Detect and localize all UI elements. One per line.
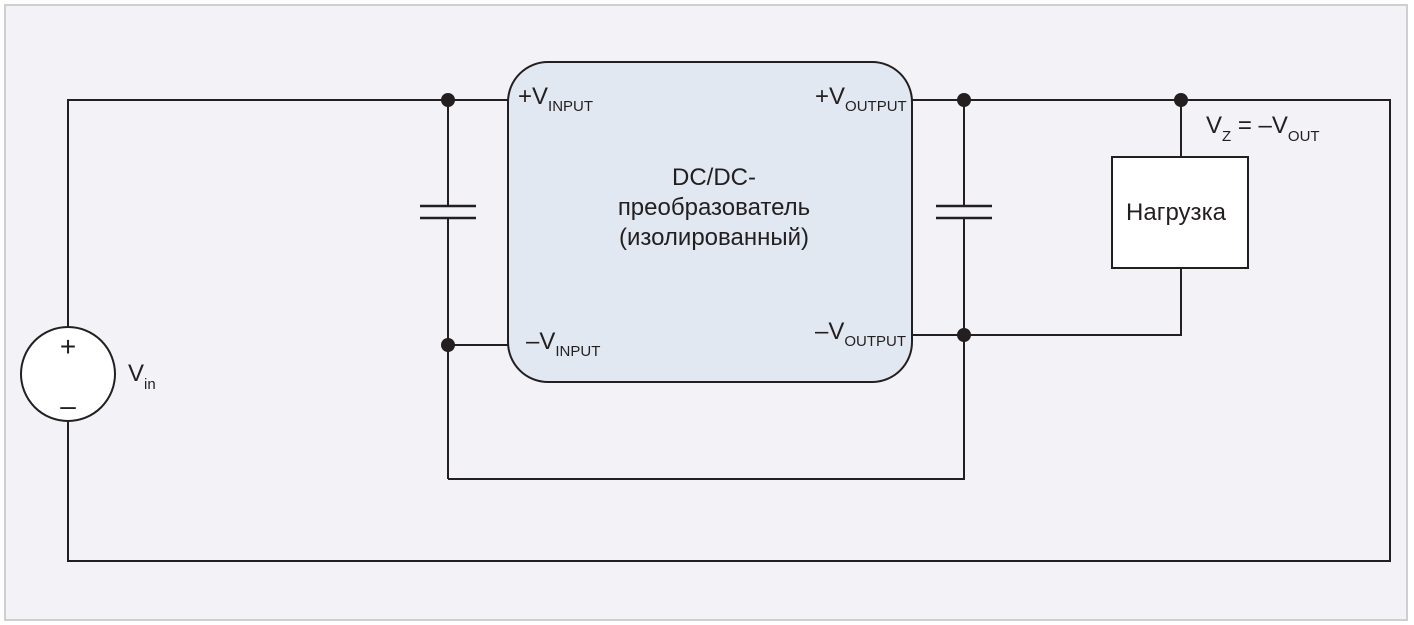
junction-dot <box>1174 93 1188 107</box>
pin-label-output-positive: +VOUTPUT <box>815 83 907 115</box>
load-label: Нагрузка <box>1126 199 1227 226</box>
converter-title-line-1: DC/DC- <box>672 164 756 191</box>
wire-input-positive <box>67 99 508 327</box>
wire-output-negative <box>912 268 1182 336</box>
converter-title-line-3: (изолированный) <box>619 224 809 251</box>
vz-formula: VZ = –VOUT <box>1206 112 1320 145</box>
source-minus-sign: – <box>60 390 76 421</box>
source-label: Vin <box>128 360 156 393</box>
voltage-source <box>20 326 116 422</box>
junction-dot <box>957 328 971 342</box>
source-plus-sign: + <box>60 331 76 362</box>
wires <box>67 99 1391 562</box>
junction-dot <box>441 338 455 352</box>
junction-dots <box>441 93 1188 352</box>
pin-label-input-positive: +VINPUT <box>518 83 593 115</box>
converter-title-line-2: преобразователь <box>618 194 810 221</box>
junction-dot <box>957 93 971 107</box>
dc-dc-converter-block <box>507 61 913 383</box>
pin-label-output-negative: –VOUTPUT <box>815 318 906 350</box>
capacitor-output <box>936 204 992 220</box>
wire-inner-loop <box>448 335 965 480</box>
load-box <box>1111 156 1249 269</box>
pin-label-input-negative: –VINPUT <box>526 328 600 360</box>
capacitor-input <box>420 204 476 220</box>
junction-dot <box>441 93 455 107</box>
wire-return-loop <box>67 99 1391 562</box>
